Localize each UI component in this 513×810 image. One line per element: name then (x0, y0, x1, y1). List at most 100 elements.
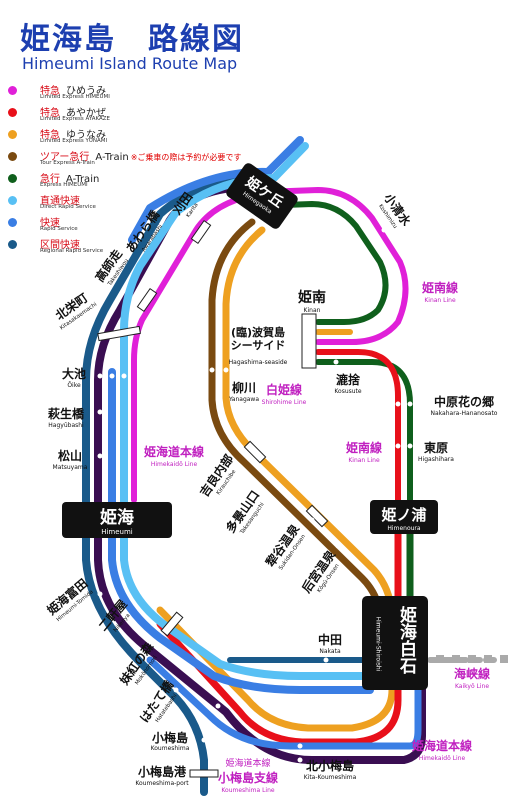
line-labels: 姫海道本線 Himekaidō Line 白姫線 Shirohime Line … (144, 280, 490, 794)
stop-dot (297, 743, 303, 749)
station-marker-kaikyo-2 (452, 655, 460, 663)
station-marker-kaikyo-3 (468, 655, 476, 663)
stop-dot (297, 757, 303, 763)
stop-dot (121, 373, 127, 379)
legend-en: Direct Rapid Service (40, 204, 96, 210)
station-marker-kaikyo-4 (484, 655, 492, 663)
hub-himenoura: 姫ノ浦 Himenoura (370, 500, 438, 534)
legend-en: Limited Express YUNAMI (40, 138, 108, 144)
line-label-branch-en: Koumeshima Line (221, 787, 274, 794)
stop-dot (333, 359, 339, 365)
hub-shiroishi-jp: 姫海白石 (396, 605, 418, 675)
hub-shiroishi-en: Himeumi-Shiroishi (375, 617, 382, 672)
stop-dot (335, 543, 341, 549)
stop-dot (223, 367, 229, 373)
line-label-himekaido-lower: 姫海道本線 (412, 738, 472, 753)
station-marker-koumeshima-port (189, 769, 219, 778)
station-marker-kaikyo (436, 655, 444, 663)
hub-himenoura-jp: 姫ノ浦 (381, 506, 426, 524)
hub-himeumi-en: Himeumi (101, 528, 133, 536)
legend-en: Limited Express AYAKAZE (40, 116, 111, 122)
station-marker-kaikyo-5 (500, 655, 508, 663)
label-nakaharahananosato: 中原花の郷 (434, 394, 494, 409)
line-label-himekaido-lower-en: Himekaidō Line (419, 755, 466, 762)
stop-dot (173, 687, 179, 693)
label-kinan: 姫南 (298, 289, 326, 306)
legend-kind: 快速 (40, 218, 60, 229)
line-label-branch: 小梅島支線 (218, 770, 278, 785)
track-lower-blue (146, 616, 422, 750)
legend-name: A-Train (66, 174, 100, 185)
station-marker-kariya (190, 219, 212, 245)
legend-en: Express HIMEUMI (40, 182, 88, 188)
station-marker-kinan (301, 313, 317, 369)
track-main-navy (82, 175, 264, 796)
label-nakata: 中田 (318, 632, 342, 647)
legend-dot (8, 130, 17, 139)
stop-dot (201, 737, 207, 743)
stop-dot (109, 373, 115, 379)
legend-dot (8, 218, 17, 227)
page-subtitle: Himeumi Island Route Map (22, 54, 238, 73)
hub-himeumi-jp: 姫海 (100, 507, 134, 528)
line-label-kinan-upper: 姫南線 (422, 280, 458, 295)
legend-dot (8, 86, 17, 95)
legend-name: ゆうなみ (66, 130, 106, 141)
hub-shiroishi: 姫海白石 Himeumi-Shiroishi (362, 596, 428, 690)
track-kinan-purple (259, 187, 409, 345)
legend-dot (8, 108, 17, 117)
track-shirohime-orange (156, 226, 396, 732)
tracks (82, 136, 503, 796)
line-label-kinan-upper-en: Kinan Line (424, 297, 456, 304)
legend-kind: ツアー急行 (40, 152, 90, 163)
label-kitakoumeshima-en: Kita-Koumeshima (304, 774, 357, 781)
track-shirohime-red (156, 504, 402, 746)
label-matsuyama: 松山 (58, 448, 82, 463)
stop-dot (97, 453, 103, 459)
label-oike-en: Ōike (67, 382, 81, 389)
legend-en: Limited Express HIMEUMI (40, 94, 110, 100)
stop-dot (395, 401, 401, 407)
track-main-lightblue (120, 142, 374, 680)
stop-dot (209, 367, 215, 373)
legend-dot (8, 174, 17, 183)
line-label-kinan-lower: 姫南線 (346, 440, 382, 455)
stop-dot (309, 517, 315, 523)
line-label-himekaido: 姫海道本線 (144, 444, 204, 459)
hub-himeumi: 姫海 Himeumi (62, 502, 172, 538)
stop-dot (407, 443, 413, 449)
station-marker-takeshiwou (136, 287, 158, 313)
label-hagashima: (臨)波賀島シーサイド (231, 325, 286, 352)
station-ticks (97, 219, 508, 778)
station-marker-niken (160, 611, 184, 637)
station-marker-shirohime-mid (243, 440, 267, 464)
label-hagyubashi: 萩生橋 (47, 406, 85, 421)
legend-kind: 特急 (40, 86, 60, 97)
stop-dot (395, 443, 401, 449)
legend-en: Rapid Service (40, 226, 78, 232)
label-higashihara-en: Higashihara (418, 456, 454, 463)
stop-dot (97, 591, 103, 597)
legend-name: あやかぜ (66, 108, 106, 119)
legend-name: ひめうみ (66, 86, 106, 97)
label-oike: 大池 (62, 366, 86, 381)
label-kosusute-en: Kosusute (334, 388, 362, 395)
track-kinan-red (315, 349, 401, 511)
label-yanagawa-en: Yanagawa (228, 396, 259, 403)
page-title: 姫海島 路線図 (20, 22, 244, 57)
station-dots (97, 227, 413, 763)
track-shirohime-brown (208, 218, 384, 624)
label-hagyubashi-en: Hagyūbashi (48, 422, 84, 429)
station-marker-kitasakaemachi (97, 325, 141, 342)
track-kinan-green (252, 201, 413, 511)
line-label-kinan-lower-en: Kinan Line (348, 457, 380, 464)
label-yanagawa: 柳川 (232, 380, 256, 395)
legend-kind: 特急 (40, 108, 60, 119)
legend-name: A-Train (95, 152, 129, 163)
legend-kind: 区間快速 (40, 240, 80, 251)
label-hagashima-line: シーサイド (231, 339, 286, 352)
stop-dot (97, 373, 103, 379)
stop-dot (323, 657, 329, 663)
label-nakaharahananosato-en: Nakahara-Hananosato (431, 410, 498, 417)
